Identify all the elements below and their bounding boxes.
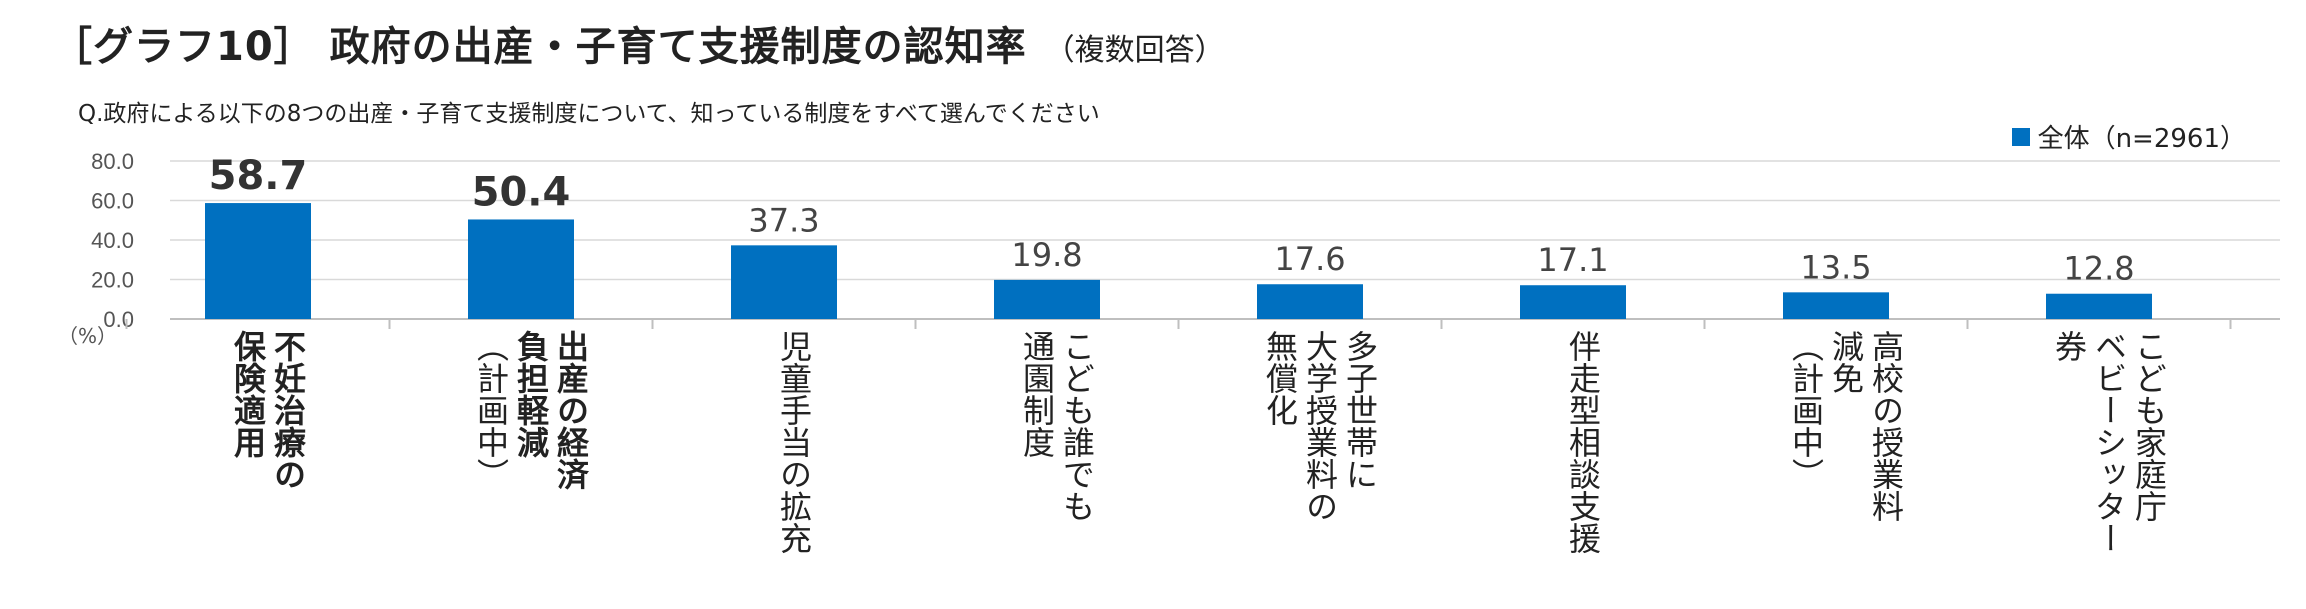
category-label-line: 児童手当の拡充 — [775, 330, 813, 554]
bar — [468, 219, 574, 319]
bar — [994, 279, 1100, 319]
data-label: 12.8 — [2063, 250, 2134, 288]
category-label-line: 負担軽減 — [512, 330, 550, 458]
data-label: 17.1 — [1537, 241, 1608, 279]
category-label-line: 不妊治療の — [269, 330, 307, 490]
category-label: 高校の授業料減免（計画中） — [1786, 330, 1906, 522]
category-label-line: こども誰でも — [1058, 330, 1096, 522]
category-label: 出産の経済負担軽減（計画中） — [471, 330, 591, 490]
category-label-line: ベビーシッター — [2090, 330, 2128, 554]
y-tick-label: 0.0 — [103, 307, 134, 332]
category-label-line: 減免 — [1827, 330, 1865, 394]
data-label: 50.4 — [472, 169, 571, 215]
legend: 全体（n=2961） — [2011, 118, 2246, 155]
category-label: 児童手当の拡充 — [774, 330, 814, 554]
data-label: 17.6 — [1274, 240, 1345, 278]
survey-question: Q.政府による以下の8つの出産・子育て支援制度について、知っている制度をすべて選… — [78, 101, 1100, 127]
bar — [1257, 284, 1363, 319]
data-label: 58.7 — [209, 153, 308, 199]
bar — [1520, 285, 1626, 319]
chart-title-sub: （複数回答） — [1044, 33, 1225, 68]
bar — [2046, 293, 2152, 319]
legend-swatch — [2011, 127, 2030, 146]
category-label-line: こども家庭庁 — [2130, 330, 2168, 522]
category-label: 多子世帯に大学授業料の無償化 — [1260, 330, 1380, 522]
category-label-line: 伴走型相談支援 — [1564, 330, 1602, 554]
y-unit-label: （%） — [58, 324, 117, 348]
data-label: 37.3 — [748, 201, 819, 239]
category-label-line: 無償化 — [1261, 330, 1299, 426]
category-label: こども誰でも通園制度 — [1017, 330, 1097, 522]
bar — [731, 245, 837, 319]
category-label: 伴走型相談支援 — [1563, 330, 1603, 554]
category-label: 不妊治療の保険適用 — [228, 330, 308, 490]
y-tick-label: 80.0 — [91, 149, 134, 174]
chart-title-main: ［グラフ10］ 政府の出産・子育て支援制度の認知率 — [52, 24, 1027, 70]
category-label-line: （計画中） — [472, 330, 510, 490]
category-label-line: 高校の授業料 — [1867, 330, 1905, 522]
y-tick-label: 20.0 — [91, 268, 134, 293]
category-label-line: （計画中） — [1787, 330, 1825, 490]
bar — [205, 203, 311, 319]
chart-title: ［グラフ10］ 政府の出産・子育て支援制度の認知率 （複数回答） — [52, 14, 1225, 72]
legend-label: 全体（n=2961） — [2037, 124, 2246, 154]
category-label-line: 出産の経済 — [552, 330, 590, 490]
data-label: 13.5 — [1800, 248, 1871, 286]
bar — [1783, 292, 1889, 319]
category-label: こども家庭庁ベビーシッター券 — [2049, 330, 2169, 554]
y-tick-label: 40.0 — [91, 228, 134, 253]
category-label-line: 多子世帯に — [1341, 330, 1379, 490]
y-tick-label: 60.0 — [91, 189, 134, 214]
category-label-line: 保険適用 — [229, 330, 267, 458]
category-label-line: 大学授業料の — [1301, 330, 1339, 522]
data-label: 19.8 — [1011, 236, 1082, 274]
category-label-line: 券 — [2050, 330, 2088, 362]
category-label-line: 通園制度 — [1018, 330, 1056, 458]
